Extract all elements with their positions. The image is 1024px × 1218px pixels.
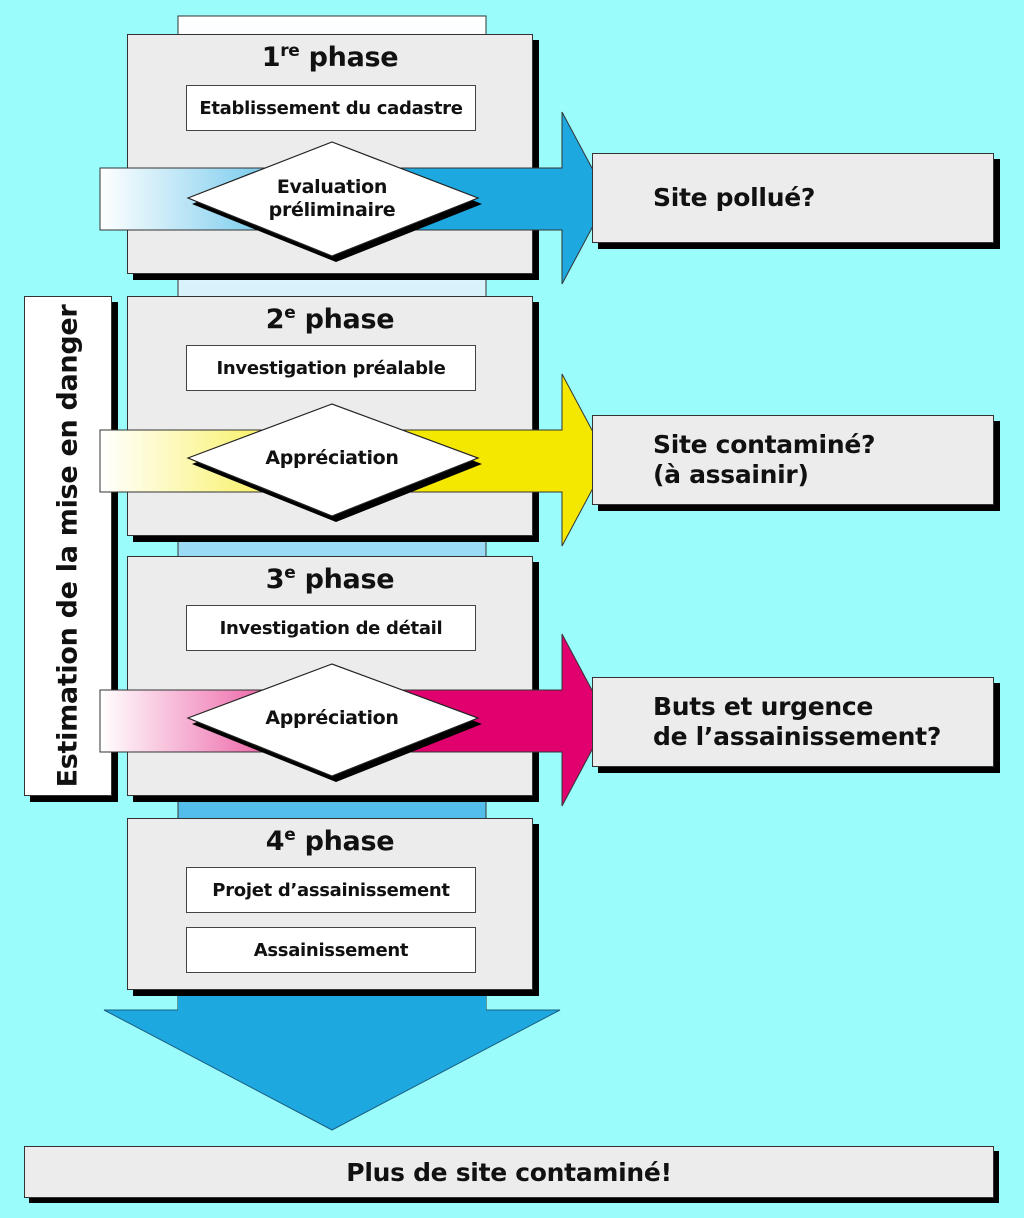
outcome-3-line-1: Buts et urgence <box>653 692 874 721</box>
decision-3-text: Appréciation <box>190 707 474 730</box>
down-arrow-shaft <box>178 990 486 1012</box>
decision-diamond-1 <box>186 141 480 257</box>
phase-2-title: 2e phase <box>128 303 532 335</box>
step-remediation-project-label: Projet d’assainissement <box>212 879 450 901</box>
step-cadastre-label: Etablissement du cadastre <box>199 97 463 119</box>
outcome-2-line-2: (à assainir) <box>653 460 809 489</box>
outcome-2-line-1: Site contaminé? <box>653 430 876 459</box>
phase-1-number: 1 <box>261 42 281 73</box>
decision-1-line-2: préliminaire <box>268 199 396 221</box>
outcome-contaminated-site: Site contaminé? (à assainir) <box>592 415 994 505</box>
phase-2-number: 2 <box>265 304 285 335</box>
phase-1-word: phase <box>308 42 399 73</box>
step-detailed-investigation-label: Investigation de détail <box>219 617 443 639</box>
decision-2-line-1: Appréciation <box>265 447 399 469</box>
step-preliminary-investigation: Investigation préalable <box>186 345 476 391</box>
hazard-estimation-label: Estimation de la mise en danger <box>24 296 112 796</box>
outcome-remediation-goals: Buts et urgence de l’assainissement? <box>592 677 994 767</box>
phase-3-word: phase <box>304 564 395 595</box>
phase-4-box: 4e phase Projet d’assainissement Assaini… <box>127 818 533 990</box>
phase-3-number: 3 <box>265 564 285 595</box>
phase-4-suffix: e <box>284 825 296 845</box>
step-detailed-investigation: Investigation de détail <box>186 605 476 651</box>
decision-diamond-3 <box>186 663 480 777</box>
phase-2-word: phase <box>304 304 395 335</box>
phase-4-title: 4e phase <box>128 825 532 857</box>
step-remediation-project: Projet d’assainissement <box>186 867 476 913</box>
phase-3-title: 3e phase <box>128 563 532 595</box>
final-result-box: Plus de site contaminé! <box>24 1146 994 1198</box>
phase-4-number: 4 <box>265 826 285 857</box>
step-preliminary-investigation-label: Investigation préalable <box>216 357 446 379</box>
phase-2-suffix: e <box>284 303 296 323</box>
step-remediation-label: Assainissement <box>253 939 409 961</box>
outcome-1-line-1: Site pollué? <box>653 183 816 212</box>
phase-4-word: phase <box>304 826 395 857</box>
outcome-polluted-site: Site pollué? <box>592 153 994 243</box>
decision-1-line-1: Evaluation <box>276 176 388 198</box>
step-cadastre: Etablissement du cadastre <box>186 85 476 131</box>
outcome-3-line-2: de l’assainissement? <box>653 722 942 751</box>
decision-1-text: Evaluation préliminaire <box>190 176 474 222</box>
final-result-label: Plus de site contaminé! <box>346 1157 672 1187</box>
decision-diamond-2 <box>186 403 480 517</box>
decision-2-text: Appréciation <box>190 447 474 470</box>
step-remediation: Assainissement <box>186 927 476 973</box>
phase-3-suffix: e <box>284 563 296 583</box>
phase-1-suffix: re <box>280 41 300 61</box>
decision-3-line-1: Appréciation <box>265 707 399 729</box>
phase-1-title: 1re phase <box>128 41 532 73</box>
